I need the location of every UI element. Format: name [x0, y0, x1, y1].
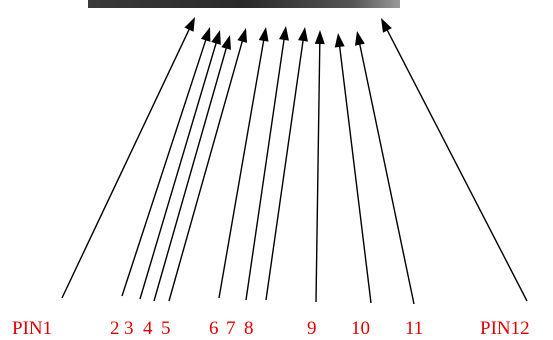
pin-arrow-line-4 [154, 47, 227, 301]
pin-arrow-head-2 [201, 27, 211, 42]
pin-label-2: 2 [110, 318, 120, 339]
pin-label-9: 9 [307, 318, 317, 339]
pin-arrow-head-9 [315, 30, 325, 44]
pin-label-12: PIN12 [480, 318, 530, 339]
pin-arrow-head-7 [279, 26, 289, 41]
pin-arrow-line-7 [246, 38, 284, 300]
pin-arrow-head-3 [211, 30, 221, 45]
pin-arrow-head-6 [259, 27, 269, 42]
pin-arrow-line-11 [359, 43, 414, 304]
pin-label-6: 6 [209, 318, 219, 339]
pin-arrow-head-5 [237, 28, 247, 43]
pin-label-7: 7 [226, 318, 236, 339]
pin-arrow-head-4 [221, 35, 231, 50]
pin-arrow-line-1 [62, 28, 190, 298]
pin-arrow-line-10 [339, 45, 371, 303]
pin-label-4: 4 [143, 318, 153, 339]
pin-label-8: 8 [244, 318, 254, 339]
pin-arrow-head-11 [355, 31, 365, 46]
pin-arrow-head-12 [381, 18, 392, 33]
pin-arrow-line-6 [219, 39, 264, 298]
pin-arrow-line-2 [122, 38, 206, 296]
pin-labels: PIN1 2 3 4 5 6 7 8 9 10 11 PIN12 [12, 318, 530, 339]
pin-label-5: 5 [161, 318, 171, 339]
pin-label-11: 11 [405, 318, 423, 339]
pin-arrow-head-10 [335, 33, 345, 48]
pin-arrow-head-1 [184, 17, 195, 32]
pin-label-1: PIN1 [12, 318, 52, 339]
pin-arrow-line-3 [140, 42, 217, 299]
pin-label-10: 10 [351, 318, 370, 339]
pin-arrow-line-8 [266, 39, 303, 300]
connector-photo-edge [88, 0, 400, 8]
pin-label-3: 3 [124, 318, 134, 339]
pin-arrow-head-8 [298, 27, 308, 42]
pin-arrows [62, 17, 527, 304]
pin-arrow-line-12 [387, 29, 527, 301]
pin-arrow-line-9 [316, 42, 320, 302]
